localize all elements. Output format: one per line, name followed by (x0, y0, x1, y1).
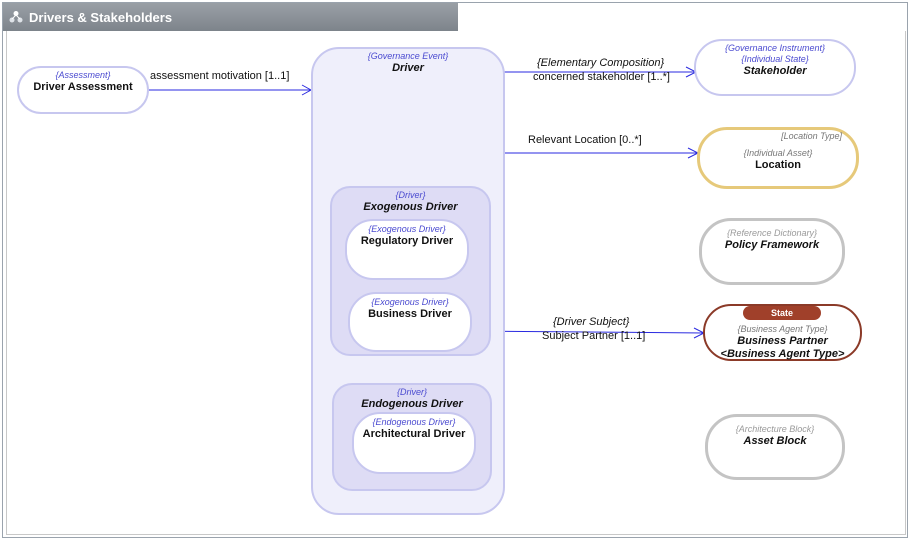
canvas-border (6, 31, 906, 535)
stereotype-label: {Architecture Block} (735, 424, 815, 434)
state-badge: State (743, 306, 821, 320)
node-name: Location (755, 159, 801, 171)
partner-connector (469, 330, 705, 334)
relevant-location-label: Relevant Location [0..*] (528, 134, 642, 146)
driver-assessment-node[interactable]: {Assessment} Driver Assessment (17, 66, 149, 114)
node-name: Exogenous Driver (363, 201, 458, 213)
location-node[interactable]: [Location Type] {Individual Asset} Locat… (697, 127, 859, 189)
node-name: Regulatory Driver (360, 235, 454, 247)
node-name: Endogenous Driver (361, 398, 463, 410)
node-type-name: <Business Agent Type> (720, 348, 845, 360)
location-type-tag: [Location Type] (781, 131, 842, 141)
stereotype-label: {Exogenous Driver} (368, 224, 446, 234)
concerned-stakeholder-label: concerned stakeholder [1..*] (533, 71, 670, 83)
stereotype-label: {Endogenous Driver} (372, 417, 456, 427)
stereotype-label: {Reference Dictionary} (726, 228, 818, 238)
composition-stereotype-label: {Elementary Composition} (537, 57, 665, 69)
diagram-title-bar: Drivers & Stakeholders (3, 3, 458, 31)
stereotype-label: {Driver} (395, 190, 426, 200)
stakeholder-node[interactable]: {Governance Instrument} {Individual Stat… (694, 39, 856, 96)
node-name: Driver (392, 62, 424, 74)
business-driver-node[interactable]: {Exogenous Driver} Business Driver (348, 292, 472, 352)
node-name: Stakeholder (743, 65, 807, 77)
asset-block-node[interactable]: {Architecture Block} Asset Block (705, 414, 845, 480)
node-name: Architectural Driver (362, 428, 466, 440)
node-name: Asset Block (743, 435, 807, 447)
diagram-title: Drivers & Stakeholders (29, 9, 173, 25)
node-name: Driver Assessment (33, 81, 133, 93)
regulatory-driver-node[interactable]: {Exogenous Driver} Regulatory Driver (345, 219, 469, 280)
stereotype-label: {Assessment} (55, 70, 111, 80)
stereotype-label: {Business Agent Type} (737, 324, 828, 334)
stereotype-label-2: {Individual State} (741, 54, 809, 64)
node-name: Business Driver (368, 308, 452, 320)
policy-framework-node[interactable]: {Reference Dictionary} Policy Framework (699, 218, 845, 285)
stereotype-label: {Individual Asset} (743, 148, 813, 158)
stereotype-label: {Driver} (396, 387, 427, 397)
driver-subject-stereotype-label: {Driver Subject} (553, 316, 630, 328)
subject-partner-label: Subject Partner [1..1] (542, 330, 646, 342)
node-name: Business Partner (737, 335, 828, 347)
architectural-driver-node[interactable]: {Endogenous Driver} Architectural Driver (352, 412, 476, 474)
node-name: Policy Framework (724, 239, 820, 251)
diagram-icon (9, 11, 23, 23)
assessment-motivation-label: assessment motivation [1..1] (150, 70, 290, 82)
stereotype-label: {Governance Event} (367, 51, 449, 61)
stereotype-label: {Exogenous Driver} (371, 297, 449, 307)
stereotype-label: {Governance Instrument} (724, 43, 826, 53)
